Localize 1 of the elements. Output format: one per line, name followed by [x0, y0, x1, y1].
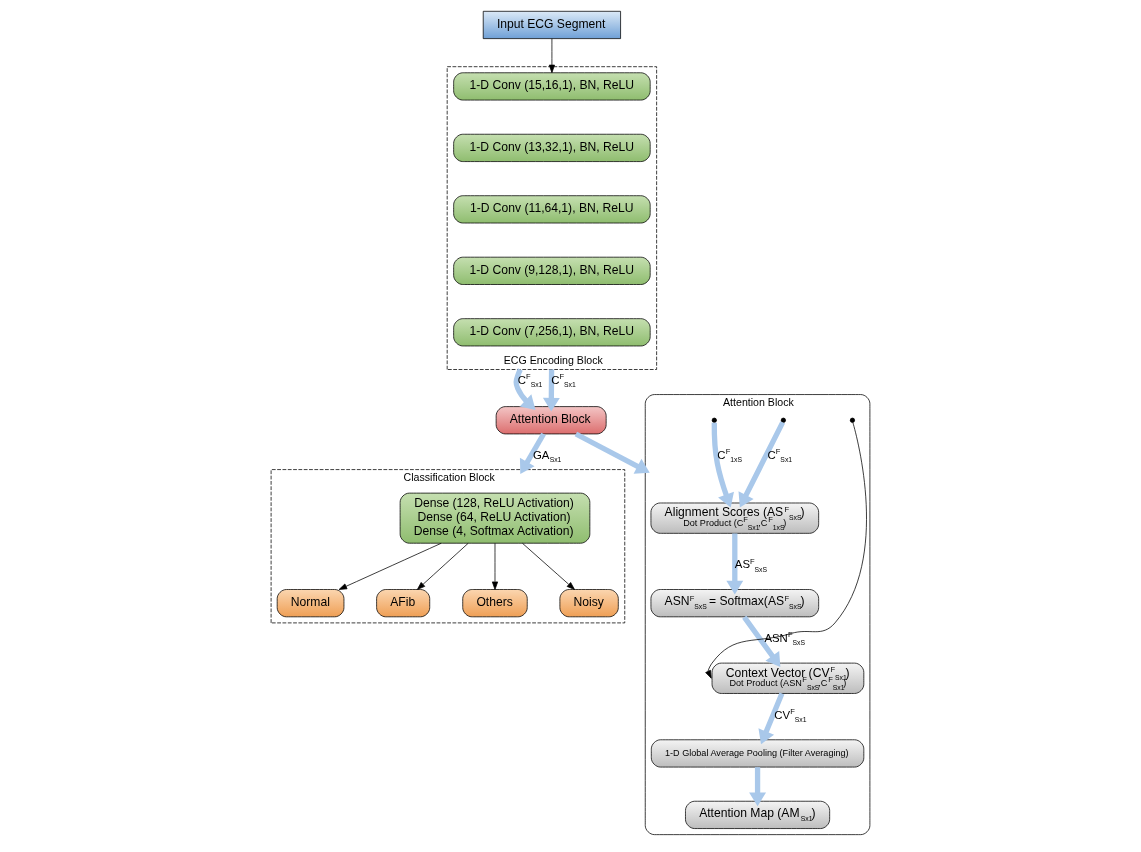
edge-label: GA$_{Sx1}$ — [532, 448, 562, 464]
